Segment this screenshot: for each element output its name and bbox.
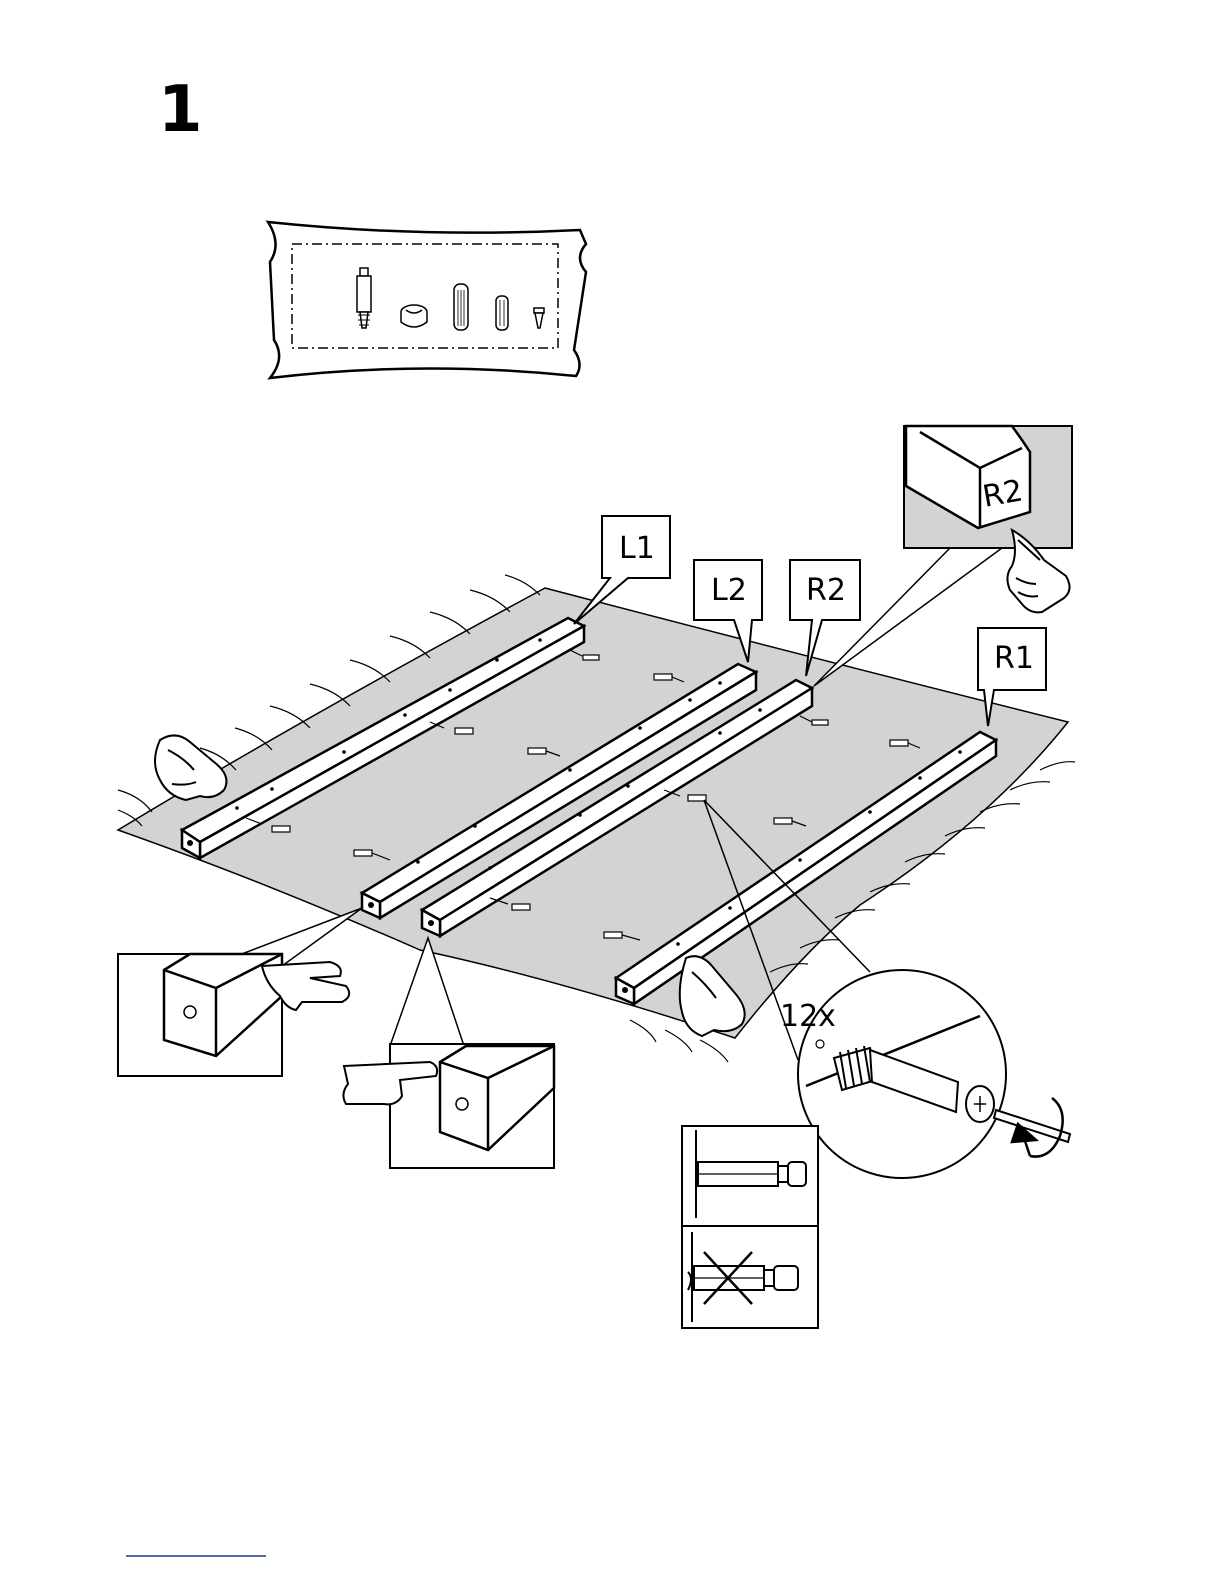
label-l2-text: L2 [711, 573, 747, 608]
small-dowel-icon [496, 296, 508, 330]
label-l1-text: L1 [619, 531, 655, 566]
cam-lock-nut-icon [401, 305, 427, 327]
detail-l2-end [118, 908, 362, 1076]
detail-r2-text: R2 [980, 473, 1025, 514]
wood-dowel-icon [454, 284, 468, 330]
pointing-hand-icon [155, 735, 226, 800]
label-r2-text: R2 [806, 573, 846, 608]
label-r1-text: R1 [994, 641, 1034, 676]
quantity-label: 12x [780, 999, 836, 1034]
insertion-guide [682, 1126, 818, 1328]
hardware-bag [268, 222, 586, 378]
